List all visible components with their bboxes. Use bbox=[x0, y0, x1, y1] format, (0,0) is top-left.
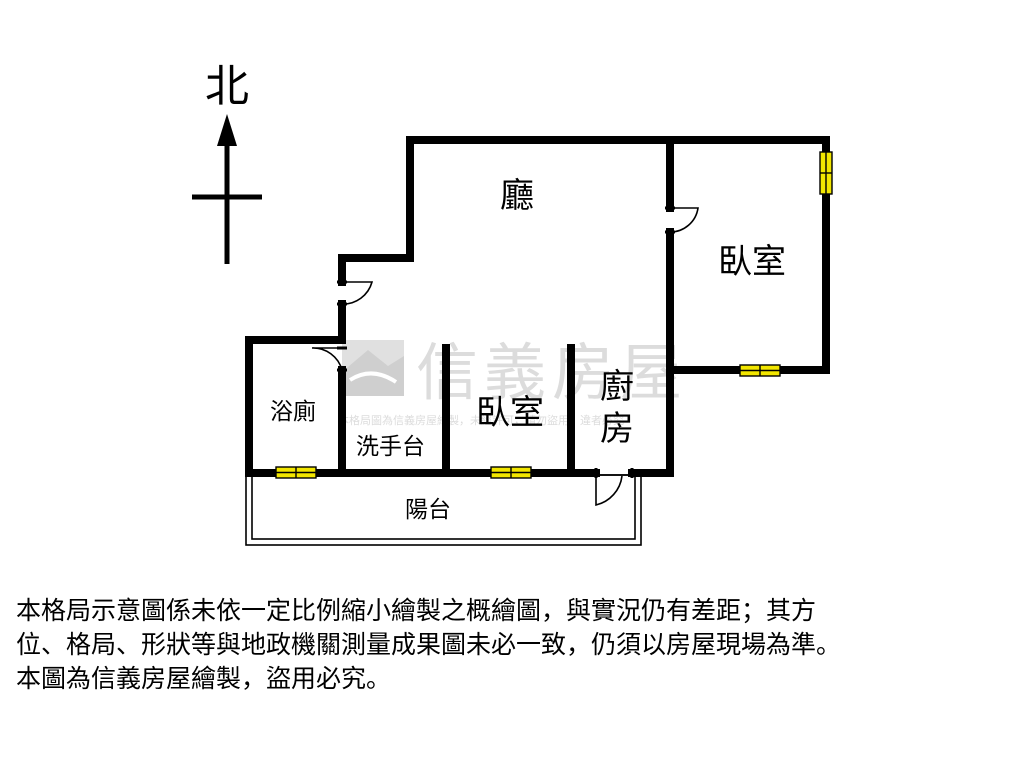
room-label-kitchen-2: 房 bbox=[600, 409, 634, 449]
north-label: 北 bbox=[205, 61, 249, 112]
watermark-subtitle: 本格局圖為信義房屋繪製，未經許可，請勿盜用，違者必究 bbox=[338, 413, 624, 427]
watermark: 信義房屋 本格局圖為信義房屋繪製，未經許可，請勿盜用，違者必究 bbox=[338, 336, 688, 427]
window-icon-bedroom-west bbox=[490, 466, 532, 479]
watermark-brand: 信義房屋 bbox=[416, 336, 688, 409]
entry-door-icon bbox=[341, 281, 374, 305]
kitchen-balcony-door-icon bbox=[595, 473, 623, 507]
room-label-wash-basin: 洗手台 bbox=[356, 434, 425, 460]
bedroom-east-door-icon bbox=[669, 207, 699, 233]
door-swings bbox=[311, 207, 699, 507]
room-label-kitchen-1: 廚 bbox=[600, 367, 634, 407]
room-label-bedroom-south: 臥室 bbox=[476, 393, 544, 433]
disclaimer-line: 本圖為信義房屋繪製，盜用必究。 bbox=[16, 664, 392, 693]
north-compass-icon bbox=[192, 114, 262, 264]
window-icon-bedroom-south bbox=[739, 364, 781, 377]
room-label-bathroom: 浴廁 bbox=[270, 399, 316, 425]
windows bbox=[275, 151, 833, 479]
bathroom-door-icon bbox=[311, 347, 343, 371]
brand-logo-icon bbox=[342, 340, 404, 396]
floor-plan: 信義房屋 本格局圖為信義房屋繪製，未經許可，請勿盜用，違者必究 北 bbox=[192, 61, 833, 546]
window-icon-bathroom bbox=[275, 466, 317, 479]
room-label-balcony: 陽台 bbox=[405, 497, 451, 523]
disclaimer-line: 本格局示意圖係未依一定比例縮小繪製之概繪圖，與實況仍有差距；其方 bbox=[16, 596, 817, 625]
disclaimer-line: 位、格局、形狀等與地政機關測量成果圖未必一致，仍須以房屋現場為準。 bbox=[16, 630, 842, 659]
room-label-bedroom-east: 臥室 bbox=[718, 242, 786, 282]
window-icon-east bbox=[819, 151, 833, 195]
room-label-living: 廳 bbox=[500, 176, 534, 216]
disclaimer-text: 本格局示意圖係未依一定比例縮小繪製之概繪圖，與實況仍有差距；其方 位、格局、形狀… bbox=[16, 594, 1016, 696]
